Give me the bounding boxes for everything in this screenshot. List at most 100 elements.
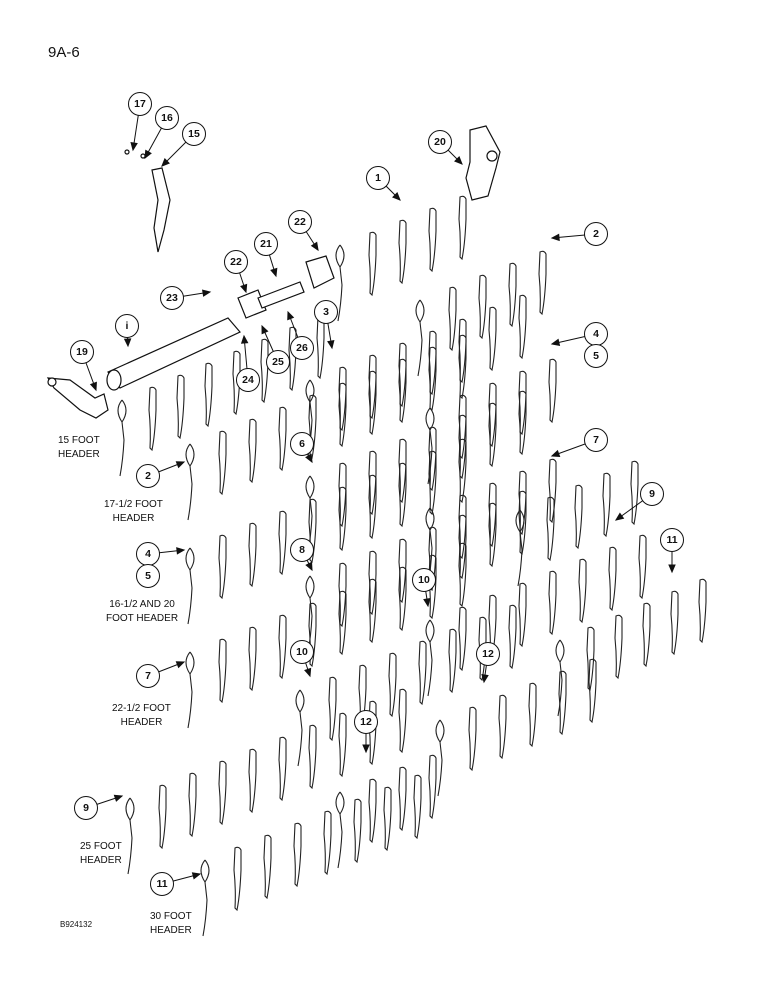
tine [670, 590, 679, 656]
figure-code: B924132 [60, 920, 93, 929]
tine [398, 219, 407, 285]
leader-arrowhead [191, 872, 202, 880]
spacer-shaft [257, 281, 305, 309]
callout-25: 25 [266, 350, 290, 374]
leader-arrowhead [287, 310, 295, 321]
tine [368, 231, 377, 297]
tine [368, 450, 377, 516]
callout-17: 17 [128, 92, 152, 116]
leader-arrowhead [668, 564, 676, 574]
tine [278, 614, 287, 680]
leader-arrowhead [550, 233, 560, 242]
tine [558, 670, 567, 736]
tine [263, 834, 272, 900]
tine [278, 510, 287, 576]
tine [574, 484, 583, 550]
tine [388, 652, 397, 718]
tine [398, 342, 407, 408]
tine [398, 566, 407, 632]
tine [538, 250, 547, 316]
leader-arrowhead [144, 149, 152, 160]
tine [368, 354, 377, 420]
callout-22: 22 [224, 250, 248, 274]
tine [248, 418, 257, 484]
tine [518, 370, 527, 436]
callout-7: 7 [584, 428, 608, 452]
tine [398, 766, 407, 832]
tine-loop [425, 619, 435, 697]
tine [518, 582, 527, 648]
leader-arrowhead [176, 547, 186, 555]
tine-loop [200, 859, 210, 937]
callout-2: 2 [584, 222, 608, 246]
callout-12: 12 [476, 642, 500, 666]
tine [508, 604, 517, 670]
tine [528, 682, 537, 748]
tine [248, 626, 257, 692]
tine [398, 688, 407, 754]
tine-loop [335, 791, 345, 869]
tine [418, 640, 427, 706]
leader-arrowhead [240, 283, 248, 294]
tine-loop [185, 547, 195, 625]
tine [458, 195, 467, 261]
callout-15: 15 [182, 122, 206, 146]
leader-arrowhead [261, 324, 269, 335]
tine [428, 207, 437, 273]
tine-loop [295, 689, 305, 767]
tine [413, 774, 422, 840]
page-number: 9A-6 [48, 44, 80, 61]
tine [614, 614, 623, 680]
leader-arrowhead [202, 289, 212, 297]
tine [218, 534, 227, 600]
tine [248, 748, 257, 814]
leader-arrowhead [362, 744, 370, 754]
tine [323, 810, 332, 876]
tine-loop [425, 407, 435, 485]
tine-loop [117, 399, 127, 477]
tine [398, 438, 407, 504]
leader-arrowhead [550, 449, 561, 457]
tine [308, 724, 317, 790]
bearing-plate [305, 255, 335, 289]
tine [588, 658, 597, 724]
tine [338, 366, 347, 432]
callout-26: 26 [290, 336, 314, 360]
callout-5: 5 [136, 564, 160, 588]
tine [316, 314, 325, 380]
tine [353, 798, 362, 864]
callout-11: 11 [660, 528, 684, 552]
tine [368, 700, 377, 766]
tine [498, 694, 507, 760]
tine [338, 712, 347, 778]
tine [488, 382, 497, 448]
callout-24: 24 [236, 368, 260, 392]
callout-20: 20 [428, 130, 452, 154]
tine [232, 350, 241, 416]
tine [448, 286, 457, 352]
tine [260, 338, 269, 404]
tine-loop [335, 244, 345, 322]
tine [188, 772, 197, 838]
tine [578, 558, 587, 624]
callout-10: 10 [290, 640, 314, 664]
leader-arrowhead [123, 338, 132, 348]
leader-arrowhead [175, 661, 186, 669]
tine [458, 318, 467, 384]
leader-arrowhead [454, 156, 463, 165]
callout-16: 16 [155, 106, 179, 130]
tine [698, 578, 707, 644]
tine [548, 458, 557, 524]
tine-loop [125, 797, 135, 875]
tine [338, 486, 347, 552]
callout-21: 21 [254, 232, 278, 256]
tine [458, 394, 467, 460]
tine [638, 534, 647, 600]
tine [368, 578, 377, 644]
leader-arrowhead [305, 561, 313, 572]
tine [148, 386, 157, 452]
callout-19: 19 [70, 340, 94, 364]
tine [338, 590, 347, 656]
